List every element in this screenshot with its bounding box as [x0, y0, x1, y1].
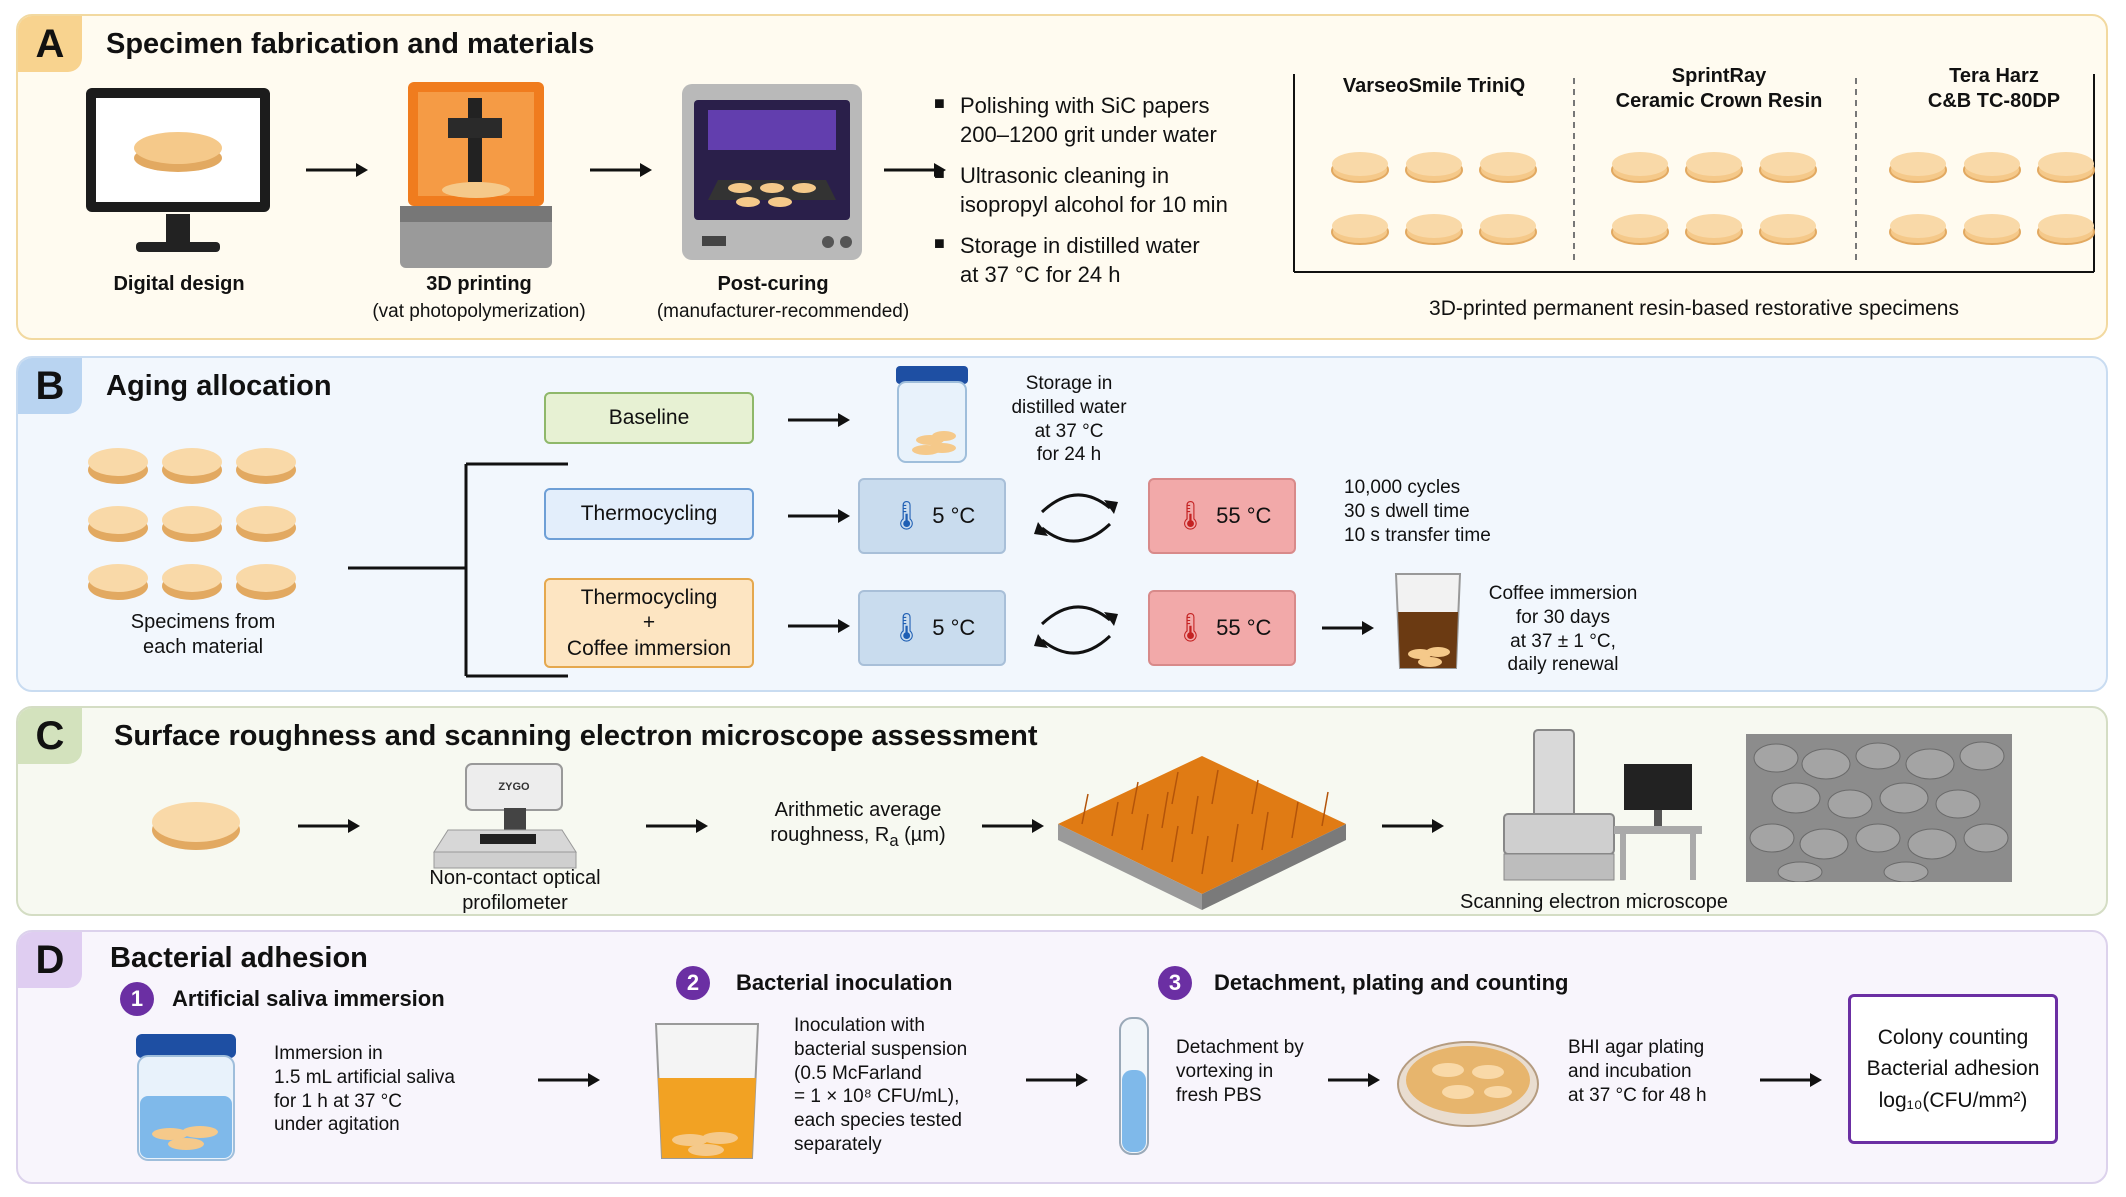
arrow-icon	[1322, 621, 1374, 635]
arrow-icon	[884, 163, 946, 177]
hot-bath-55c: 🌡55 °C	[1148, 478, 1296, 554]
panel-d-title: Bacterial adhesion	[110, 942, 368, 974]
sem-instrument-icon	[1503, 729, 1702, 881]
arrow-icon	[306, 163, 368, 177]
coffee-beaker-icon	[1394, 573, 1462, 669]
step-2-number: 2	[676, 966, 710, 1000]
result-box: Colony counting Bacterial adhesion log₁₀…	[1848, 994, 2058, 1144]
digital-design-label: Digital design	[113, 273, 245, 295]
thermometer-hot-icon: 🌡	[1172, 612, 1209, 644]
arrow-icon	[646, 819, 708, 833]
agar-plate-icon	[1397, 1041, 1539, 1127]
profilometer-icon: ZYGO	[433, 763, 577, 869]
result-line-2: Bacterial adhesion	[1866, 1057, 2040, 1081]
materials-caption: 3D-printed permanent resin-based restora…	[1429, 297, 1959, 320]
arrow-icon	[538, 1073, 600, 1087]
panel-c-badge: C	[18, 708, 82, 764]
combo-group-box: Thermocycling+Coffee immersion	[544, 578, 754, 668]
cycle-arrows-icon	[1034, 605, 1118, 655]
inoculation-beaker-icon	[654, 1023, 760, 1159]
post-curing-sublabel: (manufacturer-recommended)	[656, 301, 910, 322]
thermocycling-group-box: Thermocycling	[544, 488, 754, 540]
surface-topography-map	[1058, 756, 1346, 910]
step-1-number: 1	[120, 982, 154, 1016]
panel-a-badge: A	[18, 16, 82, 72]
water-jar-icon	[896, 366, 968, 463]
hot-bath-55c-combo: 🌡55 °C	[1148, 590, 1296, 666]
cold-bath-5c-combo: 🌡5 °C	[858, 590, 1006, 666]
panel-d-badge: D	[18, 932, 82, 988]
thermometer-cold-icon: 🌡	[888, 500, 925, 532]
post-curing-label: Post-curing	[717, 273, 829, 295]
arrow-icon	[298, 819, 360, 833]
panel-b-title: Aging allocation	[106, 370, 332, 402]
material-1-name: VarseoSmile TriniQ	[1342, 75, 1526, 97]
thermometer-cold-icon: 🌡	[888, 612, 925, 644]
arrow-icon	[1328, 1073, 1380, 1087]
baseline-group-box: Baseline	[544, 392, 754, 444]
3d-printing-sublabel: (vat photopolymerization)	[372, 301, 586, 322]
arrow-icon	[788, 413, 850, 427]
panel-c-title: Surface roughness and scanning electron …	[114, 720, 1038, 752]
curing-oven-icon	[682, 84, 862, 260]
specimen-disc-icon	[152, 802, 240, 850]
step-2-title: Bacterial inoculation	[736, 970, 953, 995]
cold-bath-5c: 🌡5 °C	[858, 478, 1006, 554]
sem-micrograph	[1746, 734, 2012, 882]
device-brand-text: ZYGO	[498, 781, 530, 793]
arrow-icon	[982, 819, 1044, 833]
panel-a: A Specimen fabrication and materials Dig…	[16, 14, 2108, 340]
panel-c: C Surface roughness and scanning electro…	[16, 706, 2108, 916]
arrow-icon	[788, 509, 850, 523]
panel-b-badge: B	[18, 358, 82, 414]
cycle-arrows-icon	[1034, 493, 1118, 543]
panel-a-title: Specimen fabrication and materials	[106, 28, 595, 60]
material-specimen-discs	[1331, 152, 2095, 245]
thermometer-hot-icon: 🌡	[1172, 500, 1209, 532]
panel-d: D Bacterial adhesion 1 Artificial saliva…	[16, 930, 2108, 1184]
step-1-title: Artificial saliva immersion	[172, 986, 445, 1011]
arrow-icon	[1026, 1073, 1088, 1087]
result-line-3: log₁₀(CFU/mm²)	[1878, 1088, 2028, 1112]
arrow-icon	[1760, 1073, 1822, 1087]
monitor-icon	[86, 88, 270, 252]
step-3-number: 3	[1158, 966, 1192, 1000]
specimen-discs-grid	[88, 448, 296, 600]
arrow-icon	[1382, 819, 1444, 833]
sem-label: Scanning electron microscope	[1460, 891, 1728, 913]
3d-printing-label: 3D printing	[426, 273, 532, 295]
3d-printer-icon	[400, 82, 552, 268]
step-3-title: Detachment, plating and counting	[1214, 970, 1569, 995]
arrow-icon	[788, 619, 850, 633]
arrow-icon	[590, 163, 652, 177]
result-line-1: Colony counting	[1877, 1025, 2029, 1049]
test-tube-icon	[1119, 1017, 1149, 1155]
allocation-branch-lines	[348, 462, 568, 678]
saliva-jar-icon	[136, 1034, 236, 1161]
